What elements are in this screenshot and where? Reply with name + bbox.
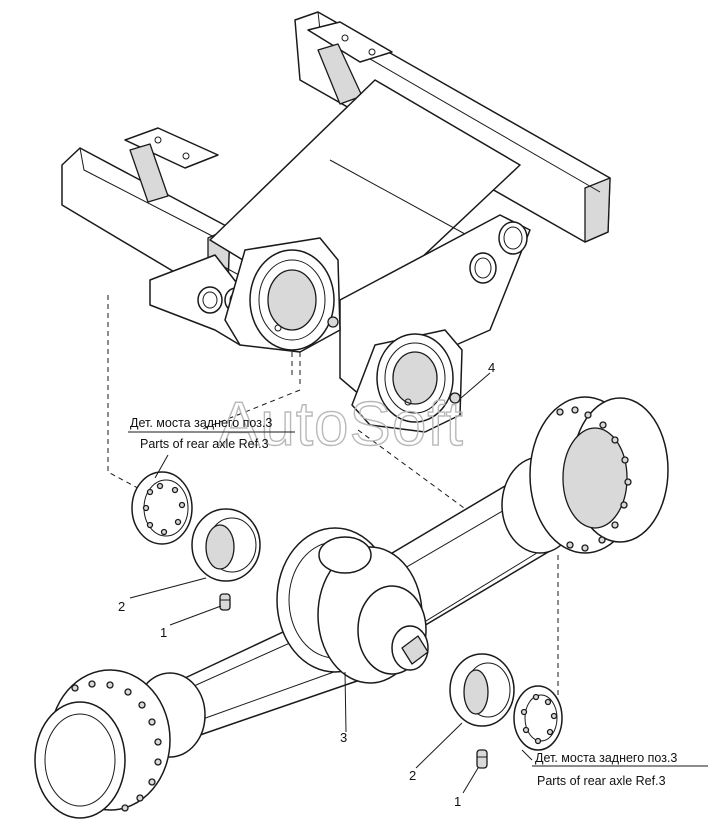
- right-grease-nipple: [476, 749, 488, 769]
- lower-note-ru: Дет. моста заднего поз.3: [535, 751, 677, 765]
- right-bearing-ring: [449, 653, 515, 727]
- left-cover-plate: [131, 471, 193, 545]
- left-bearing-housing: [224, 237, 341, 353]
- left-wheel-hub: [34, 669, 206, 819]
- callout-left-1: 1: [160, 625, 167, 640]
- right-wheel-hub: [501, 396, 669, 554]
- callout-left-2: 2: [118, 599, 125, 614]
- balancer-frame: [61, 11, 611, 433]
- watermark-text: AutoSoft: [218, 390, 464, 459]
- callout-right-2: 2: [409, 768, 416, 783]
- upper-note-ru: Дет. моста заднего поз.3: [130, 416, 272, 430]
- callout-center-3: 3: [340, 730, 347, 745]
- leader-lines: [128, 372, 708, 794]
- rear-axle: [34, 396, 669, 819]
- grease-nipple-icon: [449, 392, 461, 404]
- upper-note-en: Parts of rear axle Ref.3: [140, 437, 269, 451]
- left-grease-nipple: [219, 593, 231, 611]
- left-bearing-ring: [191, 508, 261, 582]
- right-bearing-housing: [351, 329, 463, 433]
- callout-right-1: 1: [454, 794, 461, 809]
- lower-note-en: Parts of rear axle Ref.3: [537, 774, 666, 788]
- right-cover-plate: [513, 685, 563, 751]
- callout-bracket-4: 4: [488, 360, 495, 375]
